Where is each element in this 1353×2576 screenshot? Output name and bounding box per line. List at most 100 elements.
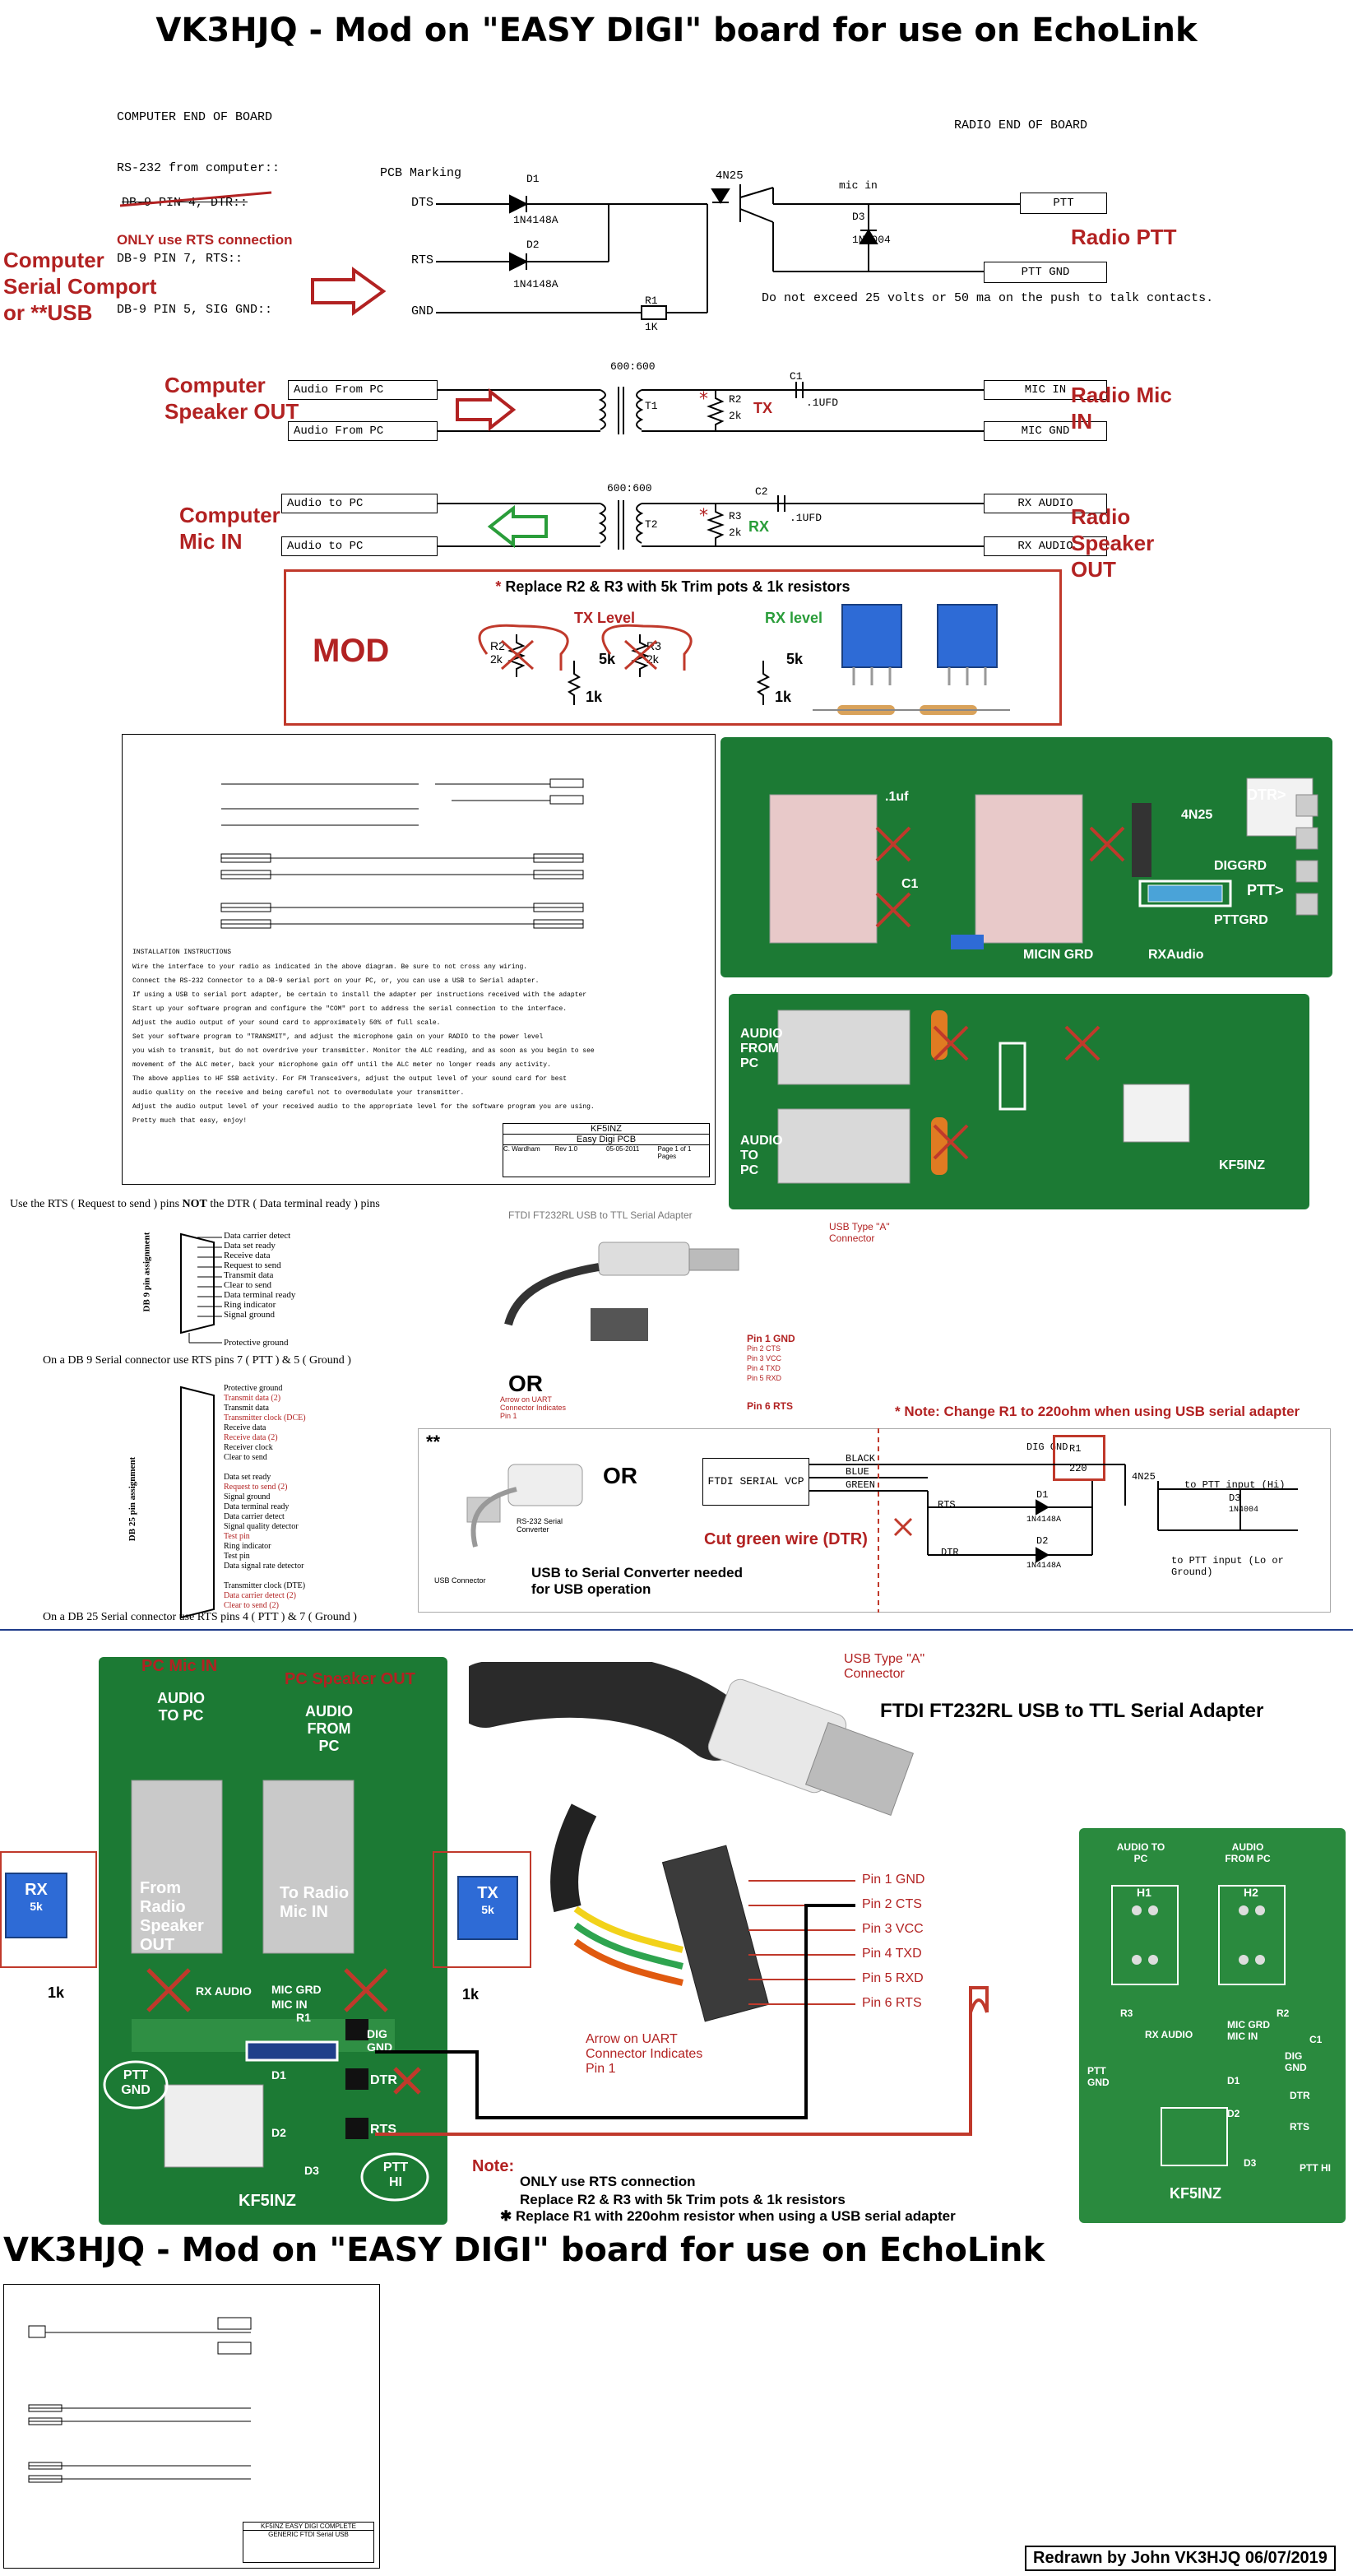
thumbnail-schematic <box>28 2317 252 2483</box>
usb-d1: D1 <box>1036 1489 1049 1501</box>
rs232-converter-image <box>466 1464 583 1548</box>
install-line: audio quality on the receive and being c… <box>132 1089 465 1097</box>
tx-level-label: TX Level <box>574 610 636 626</box>
board-chip-label: 4N25 <box>1181 808 1213 822</box>
large-ptt-gnd: PTT GND <box>121 2068 151 2097</box>
db9-heading-post: the DTR ( Data terminal ready ) pins <box>206 1198 380 1210</box>
radio-speaker-label: Radio Speaker OUT <box>1071 504 1155 582</box>
note-label: Note: <box>472 2157 515 2175</box>
bare-rts: RTS <box>1290 2121 1309 2133</box>
note-1: ONLY use RTS connection <box>520 2174 696 2189</box>
radio-end-label: RADIO END OF BOARD <box>954 118 1088 132</box>
usb-small-pin2: Pin 2 CTS <box>747 1344 781 1353</box>
usb-opto: 4N25 <box>1132 1471 1156 1483</box>
mod-r2: R2 <box>490 639 505 652</box>
db25-pin: Receiver clock <box>224 1443 273 1452</box>
mod-1k-tx: 1k <box>586 689 603 705</box>
large-kf5inz: KF5INZ <box>239 2192 296 2210</box>
audio-from-pc-1: Audio From PC <box>288 380 438 400</box>
db25-pin: Request to send (2) <box>224 1483 288 1492</box>
rs232-conv-label: RS-232 Serial Converter <box>517 1517 563 1534</box>
note-2: Replace R2 & R3 with 5k Trim pots & 1k r… <box>520 2192 846 2207</box>
d1-part: 1N4148A <box>513 214 558 226</box>
r1-label: R1 <box>645 295 658 307</box>
bare-h2: H2 <box>1244 1886 1258 1899</box>
large-arrow-note: Arrow on UART Connector Indicates Pin 1 <box>586 2032 703 2076</box>
bare-r3: R3 <box>1120 2007 1133 2019</box>
bare-kf5inz: KF5INZ <box>1170 2185 1221 2202</box>
bare-audio-to-pc: AUDIO TO PC <box>1116 1841 1165 1864</box>
db9-protective: Protective ground <box>224 1338 289 1348</box>
large-usb-a: USB Type "A" Connector <box>844 1652 925 1681</box>
section-divider <box>0 1629 1353 1631</box>
audio-from-pc-2: Audio From PC <box>288 421 438 441</box>
c2-val: .1UFD <box>790 512 822 524</box>
large-mic-in: MIC IN <box>271 1998 308 2011</box>
install-line: Adjust the audio output of your sound ca… <box>132 1019 441 1027</box>
bare-d1: D1 <box>1227 2075 1240 2086</box>
rx-audio-terminal-1: RX AUDIO <box>984 494 1107 513</box>
ptt-circuit-lines <box>119 184 1020 320</box>
large-pin1: Pin 1 GND <box>862 1873 925 1887</box>
usb-d3: D3 <box>1229 1492 1241 1504</box>
bare-mic-grd: MIC GRD <box>1227 2019 1270 2031</box>
db9-pin5-label: DB-9 PIN 5, SIG GND:: <box>117 303 273 317</box>
db25-pin-list: Protective ground Transmit data (2) Tran… <box>224 1384 306 1611</box>
one-k-left: 1k <box>48 1984 65 2001</box>
t1-ratio: 600:600 <box>610 360 656 373</box>
rx-pot-frame <box>0 1851 97 1968</box>
tb-title: KF5INZ <box>503 1124 709 1135</box>
rts-label: RTS <box>411 253 434 267</box>
r1-val: 1K <box>645 321 658 333</box>
db25-pin: Receive data <box>224 1423 266 1432</box>
db9-heading: Use the RTS ( Request to send ) pins NOT… <box>10 1198 380 1211</box>
credit-box: Redrawn by John VK3HJQ 06/07/2019 <box>1025 2546 1336 2571</box>
db25-pin: Protective ground <box>224 1384 283 1393</box>
usb-a-small: USB Type "A" Connector <box>829 1221 890 1244</box>
install-line: Connect the RS-232 Connector to a DB-9 s… <box>132 977 540 985</box>
bare-mic-in: MIC IN <box>1227 2031 1258 2042</box>
radio-ptt-label: Radio PTT <box>1071 225 1177 249</box>
mod-1k-rx: 1k <box>775 689 792 705</box>
c1-label: C1 <box>790 370 803 383</box>
ftdi-vcp-box: FTDI SERIAL VCP <box>702 1458 809 1506</box>
opto-label: 4N25 <box>716 169 744 183</box>
tb-sub: Easy Digi PCB <box>503 1135 709 1145</box>
large-rx-audio: RX AUDIO <box>196 1984 252 1998</box>
bare-audio-from-pc: AUDIO FROM PC <box>1225 1841 1271 1864</box>
db25-pin: Receive data (2) <box>224 1433 278 1442</box>
db25-pin: Transmit data (2) <box>224 1394 281 1403</box>
usb-small-pin6: Pin 6 RTS <box>747 1400 794 1412</box>
large-pin5: Pin 5 RXD <box>862 1971 924 1985</box>
complete-sheet-thumbnail: KF5INZ EASY DIGI COMPLETE GENERIC FTDI S… <box>3 2284 380 2569</box>
board-c1-label: C1 <box>901 877 919 891</box>
usb-r1: R1 <box>1069 1443 1082 1455</box>
large-mic-grd: MIC GRD <box>271 1983 322 1996</box>
r1-highlight <box>1053 1435 1105 1481</box>
large-ptt-hi: PTT HI <box>382 2161 409 2189</box>
db9-pin4-label: DB-9 PIN 4, DTR:: <box>122 196 248 210</box>
usb-d1p: 1N4148A <box>1026 1515 1062 1525</box>
sheet-mini-schematic <box>220 778 584 929</box>
db9-footer: On a DB 9 Serial connector use RTS pins … <box>43 1354 351 1367</box>
install-lines: Wire the interface to your radio as indi… <box>132 960 626 1128</box>
title-block: KF5INZ Easy Digi PCB C. Wardham Rev 1.0 … <box>503 1123 710 1177</box>
board-ptt-label: PTT> <box>1247 882 1284 898</box>
mic-gnd-terminal: MIC GND <box>984 421 1107 441</box>
dts-label: DTS <box>411 196 434 210</box>
r3-val: 2k <box>729 527 742 539</box>
board2-kf5inz: KF5INZ <box>1219 1158 1265 1172</box>
large-pin3: Pin 3 VCC <box>862 1922 924 1936</box>
mod-note-text: Replace R2 & R3 with 5k Trim pots & 1k r… <box>505 578 850 595</box>
pcb-marking-label: PCB Marking <box>380 166 462 180</box>
usb-small-pin5: Pin 5 RXD <box>747 1374 782 1382</box>
usb-small-arrow-note: Arrow on UART Connector Indicates Pin 1 <box>500 1395 567 1420</box>
bare-ptt-gnd: PTT GND <box>1087 2065 1110 2088</box>
trimpot-image-2 <box>937 604 998 668</box>
usb-small-pin1: Pin 1 GND <box>747 1333 795 1344</box>
db9-pin: Request to send <box>224 1260 281 1270</box>
db25-pin: Data terminal ready <box>224 1502 290 1511</box>
db25-connector-shape <box>180 1385 215 1619</box>
large-d2: D2 <box>271 2126 286 2139</box>
